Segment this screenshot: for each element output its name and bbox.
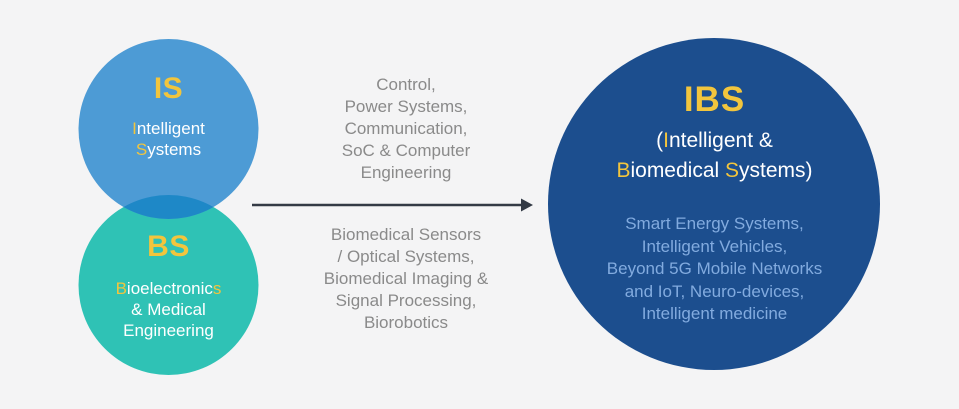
bs-circle-name-line-2: & Medical (131, 300, 206, 319)
topic-line: Smart Energy Systems, (625, 214, 804, 233)
name-text: ioelectronic (126, 279, 213, 298)
highlight-letter: B (115, 279, 127, 298)
ibs-circle-name-line-2: Biomedical Systems) (554, 156, 875, 186)
bs-circle-abbr: BS (147, 230, 190, 263)
field-line: Signal Processing, (335, 291, 477, 310)
name-text: ystems (147, 140, 202, 159)
ibs-circle-label: IBS (Intelligent & Biomedical Systems) S… (554, 80, 875, 326)
ibs-topics-list: Smart Energy Systems, Intelligent Vehicl… (554, 213, 875, 326)
bs-circle-name-line-1: Bioelectronics (48, 278, 289, 299)
topic-line: Intelligent medicine (641, 304, 788, 323)
is-circle (78, 39, 259, 219)
highlight-letter: S (725, 159, 740, 182)
field-line: / Optical Systems, (337, 247, 475, 266)
bs-fields-list: Biomedical Sensors / Optical Systems, Bi… (285, 224, 527, 334)
bs-circle (78, 195, 259, 375)
field-line: SoC & Computer (341, 141, 471, 160)
flow-arrow-head-icon (521, 198, 533, 212)
field-line: Communication, (344, 119, 468, 138)
topic-line: and IoT, Neuro-devices, (624, 281, 805, 301)
field-line: Engineering (360, 163, 452, 182)
name-text: iomedical (630, 159, 726, 182)
highlight-letter: I (132, 119, 137, 138)
ibs-circle-abbr: IBS (683, 80, 746, 119)
name-text: ntelligent (136, 119, 205, 138)
highlight-letter: B (616, 159, 631, 182)
topic-line: Beyond 5G Mobile Networks (606, 259, 823, 278)
field-line: Biorobotics (363, 313, 449, 332)
paren: ( (656, 129, 664, 152)
field-line: Biomedical Imaging & (323, 269, 489, 288)
highlight-letter: I (663, 129, 669, 152)
topic-line: Intelligent Vehicles, (641, 236, 788, 256)
field-line: Power Systems, (344, 97, 468, 116)
is-circle-name-line-2: Systems (48, 139, 289, 160)
field-line: Biomedical Sensors (330, 225, 482, 244)
highlight-letter: s (212, 279, 222, 298)
name-text: ntelligent & (668, 129, 773, 152)
is-circle-label: IS Intelligent Systems (48, 73, 289, 160)
bs-circle-name-line-3: Engineering (123, 321, 214, 340)
is-circle-abbr: IS (153, 72, 184, 105)
highlight-letter: S (135, 140, 148, 159)
is-circle-name-line-1: Intelligent (48, 118, 289, 139)
name-text: ystems) (739, 159, 813, 182)
is-fields-list: Control, Power Systems, Communication, S… (285, 74, 527, 184)
bs-circle-label: BS Bioelectronics & Medical Engineering (48, 231, 289, 341)
field-line: Control, (376, 75, 436, 94)
ibs-circle-name-line-1: (Intelligent & (554, 126, 875, 156)
ibs-circle (548, 38, 880, 370)
